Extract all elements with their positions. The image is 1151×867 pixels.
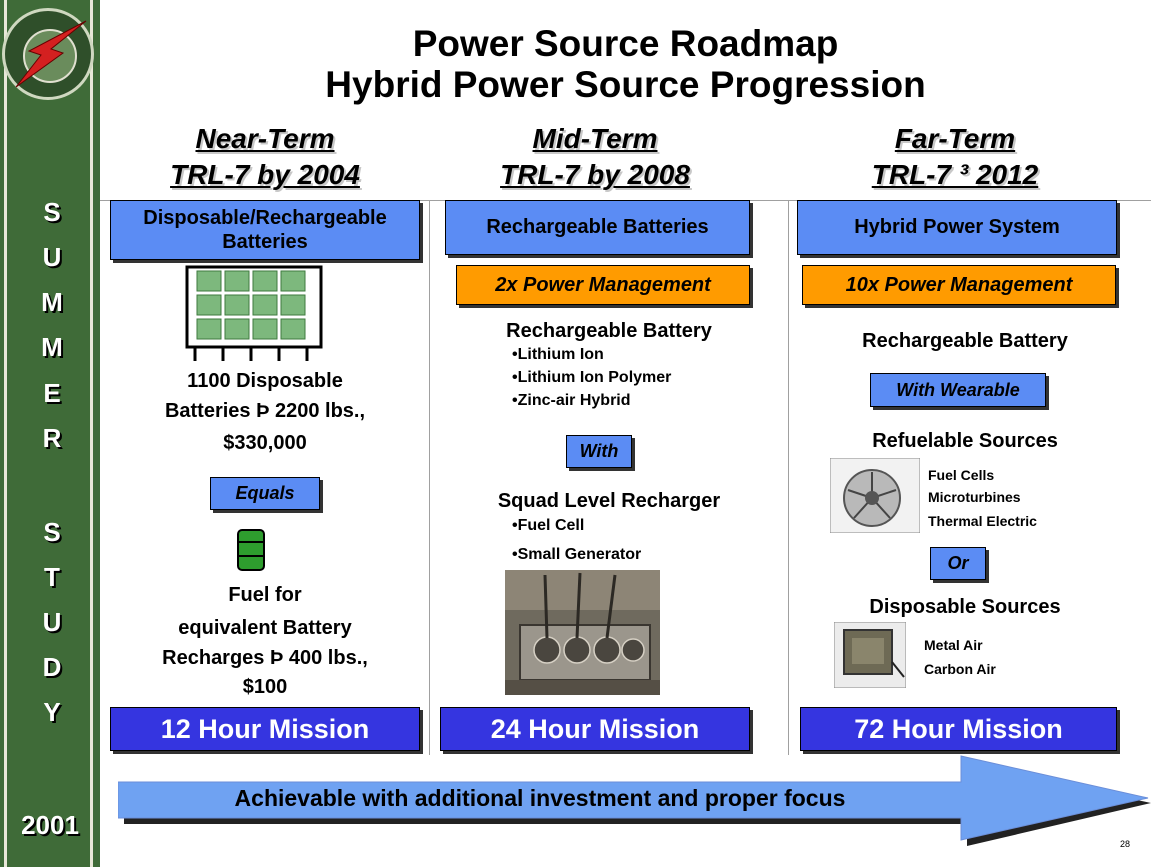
mid-battery-title: Rechargeable Battery (506, 320, 712, 342)
recharger-item-2: •Small Generator (512, 546, 642, 563)
mid-trl: TRL-7 by 2008 (500, 159, 690, 190)
mid-battery-item-3: •Zinc-air Hybrid (512, 392, 631, 409)
sidebar-letter: Y (43, 697, 61, 727)
wearable-tag: With Wearable (870, 373, 1046, 407)
disposable-title: Disposable Sources (869, 596, 1061, 618)
far-term-heading: Far-Term (894, 123, 1016, 154)
title-line-2: Hybrid Power Source Progression (325, 64, 926, 105)
sidebar-stripe (4, 0, 7, 867)
near-line-1: 1100 Disposable (187, 370, 343, 392)
mid-power-box: 2x Power Management (456, 265, 750, 305)
disposable-item-1: Metal Air (924, 637, 983, 653)
fuel-line-2: equivalent Battery (178, 617, 352, 639)
refuel-item-2: Microturbines (928, 489, 1021, 505)
mid-battery-item-2: •Lithium Ion Polymer (512, 369, 672, 386)
far-mission-box: 72 Hour Mission (800, 707, 1117, 751)
sidebar-letter: R (42, 423, 62, 453)
sidebar-letter: D (42, 652, 62, 682)
sidebar-letter: M (41, 332, 63, 362)
column-divider (429, 200, 430, 755)
sidebar-letter: M (41, 287, 63, 317)
fuel-line-3: Recharges Þ 400 lbs., (162, 647, 368, 669)
far-power-box: 10x Power Management (802, 265, 1116, 305)
recharger-title: Squad Level Recharger (497, 490, 721, 512)
mid-term-heading: Mid-Term (532, 123, 658, 154)
near-category-line-2: Batteries (222, 231, 308, 253)
sidebar-letter: E (43, 378, 61, 408)
column-divider (788, 200, 789, 755)
far-trl: TRL-7 ³ 2012 (871, 159, 1039, 190)
near-category-box: Disposable/Rechargeable Batteries (110, 200, 420, 260)
mid-battery-item-1: •Lithium Ion (512, 346, 604, 363)
far-battery-title: Rechargeable Battery (862, 330, 1068, 352)
metal-air-battery-photo (834, 622, 906, 688)
near-line-3: $330,000 (223, 432, 307, 454)
mid-category-box: Rechargeable Batteries (445, 200, 750, 255)
mid-mission-box: 24 Hour Mission (440, 707, 750, 751)
arrow-text: Achievable with additional investment an… (234, 785, 846, 811)
microturbine-photo (830, 458, 920, 533)
sidebar-letter: T (44, 562, 60, 592)
refuel-item-3: Thermal Electric (928, 513, 1037, 529)
generator-photo (505, 570, 660, 695)
recharger-item-1: •Fuel Cell (512, 517, 585, 534)
near-line-2: Batteries Þ 2200 lbs., (164, 400, 366, 422)
fuel-line-4: $100 (242, 676, 288, 698)
sidebar-stripe (90, 0, 93, 867)
with-tag: With (566, 435, 632, 468)
far-category-box: Hybrid Power System (797, 200, 1117, 255)
or-tag: Or (930, 547, 986, 580)
title-line-1: Power Source Roadmap (412, 23, 839, 64)
near-term-heading: Near-Term (195, 123, 335, 154)
equals-tag: Equals (210, 477, 320, 510)
refuel-title: Refuelable Sources (872, 430, 1058, 452)
disposable-item-2: Carbon Air (924, 661, 996, 677)
near-mission-box: 12 Hour Mission (110, 707, 420, 751)
page-number: 28 (1120, 839, 1131, 849)
near-category-line-1: Disposable/Rechargeable (143, 207, 387, 229)
refuel-item-1: Fuel Cells (928, 467, 995, 483)
fuel-drum-icon (237, 529, 265, 571)
progress-arrow (118, 755, 1151, 846)
sidebar-letter: U (42, 242, 62, 272)
near-trl: TRL-7 by 2004 (170, 159, 360, 190)
seal-logo (2, 8, 94, 100)
sidebar-letter: S (43, 517, 61, 547)
sidebar-letter: U (42, 607, 62, 637)
sidebar-year: 2001 (21, 810, 79, 840)
battery-stack-icon (185, 265, 323, 361)
lightning-icon (15, 20, 87, 88)
fuel-line-1: Fuel for (228, 584, 302, 606)
sidebar-letter: S (43, 197, 61, 227)
